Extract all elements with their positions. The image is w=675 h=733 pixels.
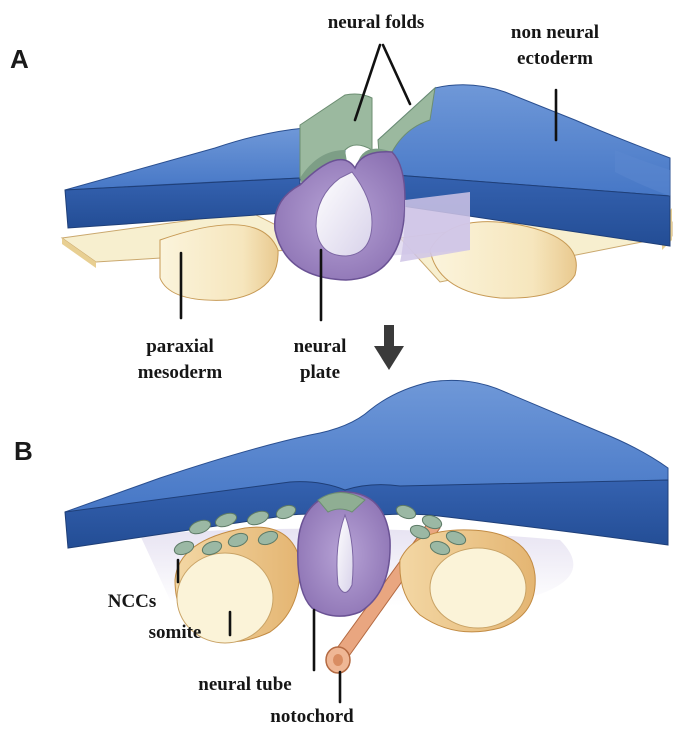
neural-tube-label: neural tube [198,674,291,695]
somite-right [400,530,535,632]
neural-folds-label: neural folds [328,12,425,33]
somite-label: somite [149,622,202,643]
non-neural-label-line2: ectoderm [517,48,593,69]
neural-tube [298,492,390,616]
panel-b: B [14,380,668,727]
down-arrow-icon [374,325,404,370]
paraxial-label-line1: paraxial [146,336,214,357]
panel-a-letter: A [10,44,29,74]
non-neural-label-line1: non neural [511,22,599,43]
panel-b-letter: B [14,436,33,466]
nccs-label: NCCs [108,591,157,612]
neural-plate-label-line2: plate [300,362,340,383]
panel-a: A [10,12,672,383]
paraxial-label-line2: mesoderm [138,362,223,383]
notochord-label: notochord [270,706,354,727]
neural-folds-leader-right [383,45,410,104]
neural-plate-label-line1: neural [294,336,347,357]
